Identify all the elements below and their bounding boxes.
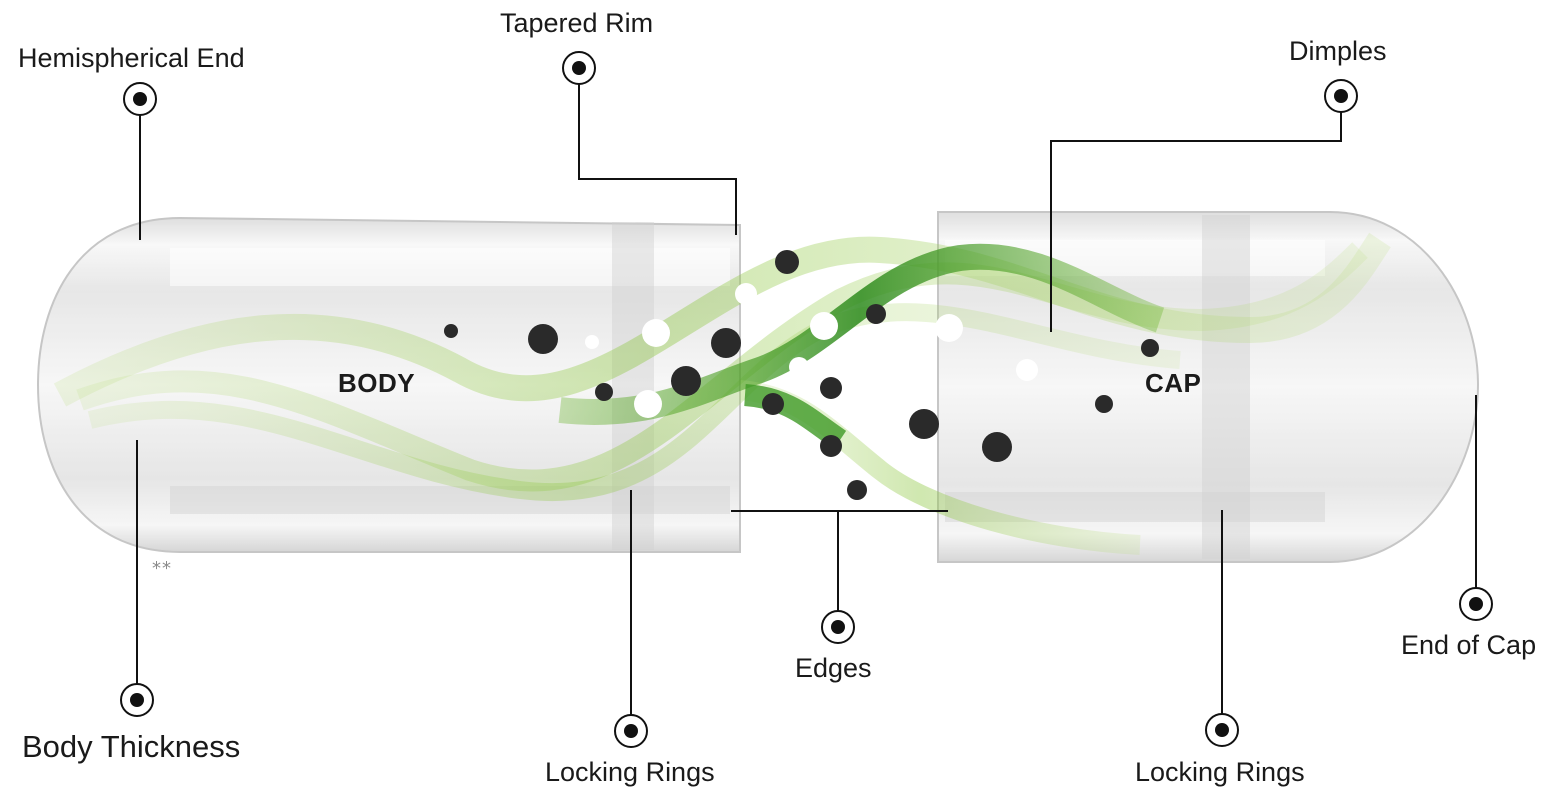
- section-label-cap: CAP: [1145, 368, 1202, 398]
- marker-edges: [821, 610, 855, 644]
- label-end-of-cap: End of Cap: [1401, 630, 1537, 660]
- marker-locking-rings-right: [1205, 713, 1239, 747]
- marker-body-thickness: [120, 683, 154, 717]
- label-locking-rings-right: Locking Rings: [1135, 757, 1305, 787]
- green-ribbons: [53, 232, 1391, 555]
- label-edges: Edges: [795, 653, 872, 683]
- footnote-mark: **: [152, 558, 172, 579]
- marker-tapered-rim: [562, 51, 596, 85]
- label-locking-rings-left: Locking Rings: [545, 757, 715, 787]
- marker-end-of-cap: [1459, 587, 1493, 621]
- section-label-body: BODY: [338, 368, 416, 398]
- leader-dimples: [1050, 112, 1342, 332]
- marker-hemispherical-end: [123, 82, 157, 116]
- label-tapered-rim: Tapered Rim: [500, 8, 654, 38]
- marker-dimples: [1324, 79, 1358, 113]
- leader-lines: [136, 84, 1477, 715]
- label-body-thickness: Body Thickness: [22, 729, 241, 764]
- marker-locking-rings-left: [614, 714, 648, 748]
- label-dimples: Dimples: [1289, 36, 1387, 66]
- callout-markers: [120, 51, 1493, 748]
- locking-ring-cap: [1202, 215, 1250, 559]
- label-hemispherical-end: Hemispherical End: [18, 43, 245, 73]
- locking-ring-body: [612, 222, 654, 550]
- leader-edges: [731, 510, 948, 611]
- leader-tapered-rim: [578, 84, 737, 235]
- particles: [444, 250, 1159, 500]
